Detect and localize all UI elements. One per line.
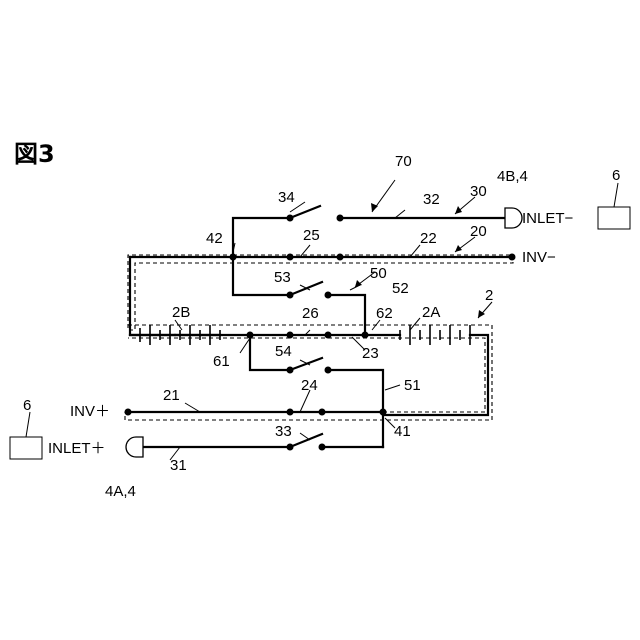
label-inlet-minus: INLET−	[522, 210, 574, 227]
inlet-plus-connector	[126, 437, 143, 457]
label-2: 2	[485, 287, 493, 304]
label-33: 33	[275, 423, 292, 440]
label-inlet-plus: INLET＋	[48, 440, 106, 457]
label-4A4: 4A,4	[105, 483, 136, 500]
label-24: 24	[301, 377, 318, 394]
label-21: 21	[163, 387, 180, 404]
label-54: 54	[275, 343, 292, 360]
label-inv-minus: INV−	[522, 249, 556, 266]
label-42: 42	[206, 230, 223, 247]
switch-33-blade	[290, 434, 322, 447]
figure-title: 図3	[14, 140, 55, 168]
label-52: 52	[392, 280, 409, 297]
external-device-6-bottom	[10, 437, 42, 459]
wire-52	[328, 295, 365, 335]
wire-2A-right	[383, 335, 488, 415]
leader-lines	[170, 180, 492, 460]
label-6-top: 6	[612, 167, 620, 184]
label-26: 26	[302, 305, 319, 322]
leader-6-top	[614, 183, 618, 207]
label-34: 34	[278, 189, 295, 206]
label-20: 20	[470, 223, 487, 240]
wire-51	[328, 370, 383, 447]
leader-6-bottom	[26, 412, 30, 437]
label-41: 41	[394, 423, 411, 440]
label-4B4: 4B,4	[497, 168, 528, 185]
label-61: 61	[213, 353, 230, 370]
label-22: 22	[420, 230, 437, 247]
battery-cells-2A	[400, 325, 470, 345]
label-30: 30	[470, 183, 487, 200]
label-inv-plus: INV＋	[70, 403, 110, 420]
label-70: 70	[395, 153, 412, 170]
label-6-bottom: 6	[23, 397, 31, 414]
label-53: 53	[274, 269, 291, 286]
switch-54-blade	[290, 358, 322, 370]
label-32: 32	[423, 191, 440, 208]
inlet-minus-connector	[505, 208, 522, 228]
switch-34-blade	[290, 206, 320, 218]
wire-left-return	[130, 257, 175, 335]
label-2B: 2B	[172, 304, 190, 321]
external-device-6-top	[598, 207, 630, 229]
wire-42-34	[233, 218, 290, 257]
label-23: 23	[362, 345, 379, 362]
label-51: 51	[404, 377, 421, 394]
label-25: 25	[303, 227, 320, 244]
label-2A: 2A	[422, 304, 440, 321]
label-31: 31	[170, 457, 187, 474]
label-50: 50	[370, 265, 387, 282]
label-62: 62	[376, 305, 393, 322]
